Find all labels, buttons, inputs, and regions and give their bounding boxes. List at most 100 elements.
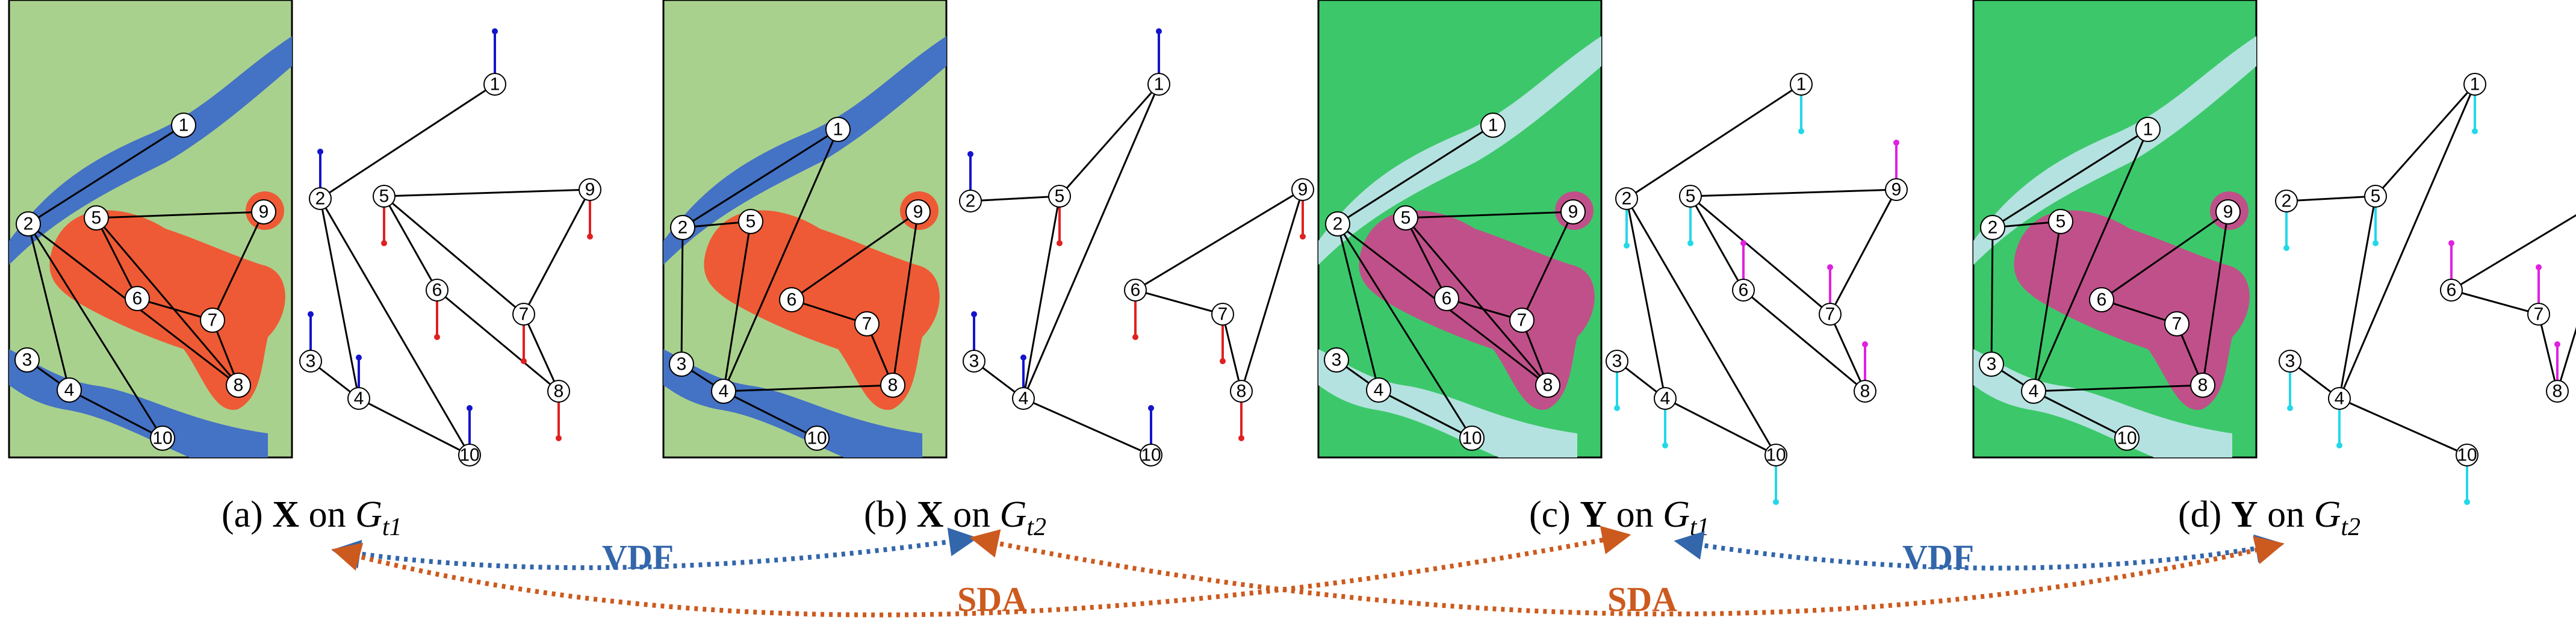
- graph-edge: [1829, 189, 1898, 315]
- graph-node-label: 7: [519, 305, 529, 324]
- signal-tip: [434, 334, 440, 340]
- graph-edge: [1743, 289, 1866, 392]
- map-node-label: 6: [787, 290, 797, 310]
- graph-node-label: 1: [2470, 75, 2480, 95]
- graph-node-circle: [1732, 279, 1755, 302]
- map-node-label: 10: [1462, 429, 1482, 448]
- map-node-circle: [1459, 426, 1485, 451]
- graph-node-circle: [483, 73, 506, 96]
- map-node-label: 3: [1987, 355, 1997, 374]
- caption-b: (b) X on Gt2: [864, 494, 1046, 541]
- signal-bar-5: [1687, 207, 1693, 246]
- map-node-circle: [779, 287, 804, 312]
- graph-node-1: 1: [1790, 73, 1813, 96]
- map-node-label: 2: [1988, 218, 1998, 238]
- map-edge: [680, 227, 684, 365]
- map-edge: [137, 297, 213, 321]
- map-node-circle: [125, 286, 150, 311]
- graph-node-circle: [2527, 303, 2550, 326]
- map-edge: [2032, 129, 2149, 392]
- graph-edge: [1689, 196, 1745, 291]
- graph-node-circle: [512, 303, 535, 326]
- map-node-label: 8: [888, 376, 898, 395]
- map-node-9: 9: [251, 199, 276, 225]
- signal-tip: [1148, 405, 1154, 411]
- map-edge: [1336, 223, 1380, 391]
- map-node-circle: [738, 209, 763, 234]
- map-node-circle: [1480, 113, 1506, 138]
- map-node-circle: [2215, 199, 2241, 225]
- map-node-6: 6: [1434, 286, 1459, 311]
- graph-edge: [1625, 198, 1777, 456]
- map-node-label: 2: [23, 214, 34, 234]
- graph-node-6: 6: [1732, 279, 1755, 302]
- map-node-label: 9: [913, 202, 923, 222]
- map-node-2: 2: [1325, 211, 1350, 237]
- graph-node-7: 7: [1819, 303, 1842, 326]
- graph-node-5: 5: [1679, 185, 1702, 208]
- map-node-label: 5: [1401, 208, 1411, 228]
- map-edge: [1990, 227, 1994, 365]
- graph-node-circle: [2328, 387, 2351, 410]
- map-node-10: 10: [2114, 426, 2140, 451]
- graph-edge: [1625, 198, 1666, 399]
- graph-edge: [1135, 289, 1223, 315]
- graph-edge: [1829, 314, 1866, 392]
- graph-node-circle: [1790, 73, 1813, 96]
- map-node-circle: [854, 311, 880, 336]
- map-node-circle: [2164, 311, 2190, 336]
- map-node-label: 8: [2198, 376, 2208, 395]
- map-node-4: 4: [711, 379, 736, 404]
- caption-d: (d) Y on Gt2: [2178, 494, 2360, 541]
- graph-edge: [1022, 84, 1160, 399]
- signal-tip: [2287, 405, 2293, 411]
- signal-tip: [1773, 499, 1779, 505]
- graph-node-circle: [1291, 178, 1314, 201]
- map-node-label: 1: [833, 120, 843, 140]
- signal-tip: [2554, 341, 2560, 347]
- signal-tip: [1862, 341, 1868, 347]
- map-edge: [2101, 211, 2229, 301]
- map-edge: [1337, 124, 1494, 225]
- graph-edge: [2338, 196, 2377, 399]
- graph-node-label: 1: [490, 75, 500, 95]
- map-node-label: 4: [64, 380, 75, 400]
- graph-node-8: 8: [1854, 380, 1876, 403]
- graph-node-label: 3: [2285, 352, 2295, 371]
- graph-node-circle: [1615, 187, 1638, 210]
- signal-tip: [587, 234, 593, 240]
- signal-tip: [1220, 358, 1226, 364]
- graph-node-5: 5: [1048, 185, 1071, 208]
- signal-tip: [1300, 234, 1306, 240]
- map-node-circle: [880, 373, 905, 398]
- signal-tip: [1614, 405, 1620, 411]
- graph-node-6: 6: [2440, 279, 2463, 302]
- signal-tip: [1020, 355, 1026, 361]
- signal-bar-8: [556, 402, 562, 441]
- map-node-label: 3: [22, 350, 33, 370]
- graph-node-label: 8: [1237, 382, 1247, 401]
- map-edge: [95, 217, 138, 299]
- graph-node-circle: [426, 279, 448, 302]
- graph-node-1: 1: [1147, 73, 1170, 96]
- map-node-3: 3: [1979, 352, 2004, 377]
- graph-node-label: 5: [379, 187, 390, 206]
- graph-node-label: 10: [1766, 445, 1786, 465]
- graph-node-8: 8: [547, 380, 570, 403]
- signal-bar-10: [1148, 405, 1154, 444]
- graph-edge: [2374, 84, 2476, 197]
- signal-tip: [2536, 264, 2542, 270]
- map-node-4: 4: [2021, 379, 2046, 404]
- map-edge: [96, 211, 264, 219]
- river-lower: [9, 349, 268, 457]
- map-edge: [211, 211, 265, 321]
- signal-bar-8: [1862, 341, 1868, 380]
- map-node-circle: [57, 377, 82, 403]
- graph-edge: [319, 198, 471, 456]
- graph-node-circle: [579, 178, 601, 201]
- map-node-label: 9: [2223, 202, 2233, 222]
- graph-node-circle: [1819, 303, 1842, 326]
- river-lower: [1973, 349, 2232, 457]
- map-node-circle: [2048, 209, 2073, 234]
